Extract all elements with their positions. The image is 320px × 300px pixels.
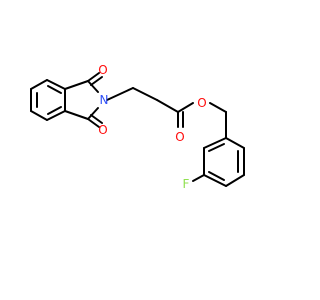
bond-layer: [30, 72, 245, 187]
bond: [87, 80, 99, 93]
bond: [156, 99, 179, 113]
bond: [30, 110, 48, 121]
bond: [225, 174, 245, 187]
bond: [87, 107, 99, 120]
bond: [90, 114, 103, 124]
bond: [177, 102, 194, 113]
bond: [46, 110, 66, 121]
bond: [90, 76, 103, 86]
bond: [192, 174, 205, 182]
bond: [132, 87, 158, 101]
molecule-structure: O N O O O F: [30, 63, 245, 191]
atom-label-oxygen-bottom: O: [98, 123, 107, 137]
bond: [47, 106, 62, 115]
bond: [64, 110, 89, 120]
atom-label-oxygen-ester: O: [197, 96, 206, 110]
bond: [47, 85, 62, 94]
atom-label-layer: O N O O O F: [98, 63, 206, 191]
atom-label-fluorine: F: [183, 177, 190, 191]
bond: [106, 87, 134, 101]
bond: [209, 102, 227, 113]
atom-label-nitrogen: N: [100, 93, 109, 107]
bond: [208, 143, 225, 152]
atom-label-oxygen-carbonyl: O: [175, 130, 184, 144]
bond: [30, 79, 48, 90]
bond: [87, 72, 100, 82]
bond: [203, 137, 227, 149]
atom-label-oxygen-top: O: [98, 63, 107, 77]
bond: [203, 174, 227, 187]
bond: [208, 171, 225, 181]
bond: [64, 80, 89, 90]
bond: [46, 79, 66, 90]
bond: [87, 118, 100, 128]
bond: [225, 137, 245, 149]
